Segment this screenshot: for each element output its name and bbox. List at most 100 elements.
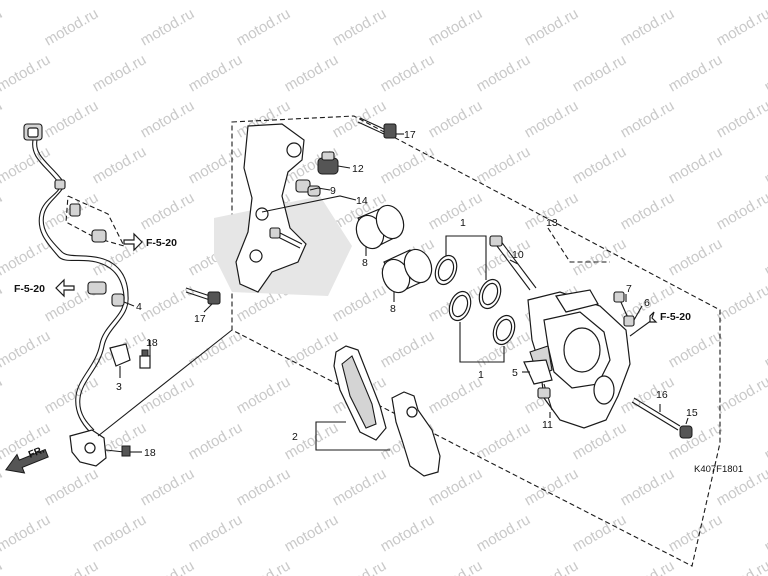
watermark-text: motod.ru: [42, 465, 102, 509]
brake-pad-front-lining: [341, 355, 377, 429]
watermark-text: motod.ru: [0, 189, 5, 233]
sensor-clamp-3: [109, 343, 131, 367]
watermark-text: motod.ru: [42, 373, 102, 417]
watermark-text: motod.ru: [330, 557, 390, 576]
front-arrow: [5, 448, 49, 474]
watermark-text: motod.ru: [0, 97, 5, 141]
watermark-text: motod.ru: [714, 97, 768, 141]
watermark-text: motod.ru: [0, 0, 53, 3]
watermark-text: motod.ru: [186, 327, 246, 371]
reference-arrow-left: F-5-20: [14, 278, 75, 298]
watermark-text: motod.ru: [42, 97, 102, 141]
watermark-text: motod.ru: [0, 235, 53, 279]
leader-17-lower: [203, 303, 213, 313]
watermark-text: motod.ru: [570, 0, 630, 3]
leader-14: [261, 195, 357, 213]
bolt-18-upper: [139, 349, 151, 369]
pad-spring-5: [523, 359, 553, 385]
bracket-1-upper: [445, 235, 487, 280]
part-number-15: 15: [686, 407, 698, 419]
watermark-text: motod.ru: [714, 5, 768, 49]
watermark-text: motod.ru: [138, 97, 198, 141]
harness-cable: [32, 139, 125, 433]
watermark-text: motod.ru: [90, 0, 150, 3]
watermark-text: motod.ru: [282, 51, 342, 95]
watermark-text: motod.ru: [0, 281, 5, 325]
piston-seal-set-1: [434, 254, 516, 346]
watermark-text: motod.ru: [330, 465, 390, 509]
watermark-text: motod.ru: [330, 281, 390, 325]
part-number-10: 10: [512, 249, 524, 261]
part-number-8-upper: 8: [362, 257, 368, 269]
watermark-text: motod.ru: [282, 327, 342, 371]
bracket-2: [315, 421, 390, 451]
part-number-17-upper: 17: [404, 129, 416, 141]
watermark-text: motod.ru: [234, 557, 294, 576]
watermark-text: motod.ru: [186, 143, 246, 187]
leader-6: [633, 305, 643, 321]
watermark-text: motod.ru: [666, 143, 726, 187]
part-number-18-upper: 18: [146, 337, 158, 349]
bracket-hole-mid: [255, 207, 269, 221]
bolt-17-upper: [357, 117, 397, 139]
watermark-text: motod.ru: [378, 511, 438, 555]
part-number-3: 3: [116, 381, 122, 393]
watermark-text: motod.ru: [618, 557, 678, 576]
leader-10: [509, 259, 519, 265]
brake-pad-set-2: [333, 345, 441, 477]
watermark-text: motod.ru: [378, 143, 438, 187]
part-number-13: 13: [546, 217, 558, 229]
watermark-text: motod.ru: [762, 143, 768, 187]
watermark-text: motod.ru: [570, 511, 630, 555]
bracket-1-lower: [459, 322, 505, 363]
part-number-8-lower: 8: [390, 303, 396, 315]
watermark-text: motod.ru: [426, 373, 486, 417]
watermark-text: motod.ru: [714, 189, 768, 233]
leader-9: [309, 187, 331, 191]
leader-13-boundary: [547, 227, 610, 263]
watermark-text: motod.ru: [330, 5, 390, 49]
harness-connector-cap: [27, 127, 39, 138]
watermark-text: motod.ru: [522, 5, 582, 49]
watermark-text: motod.ru: [186, 511, 246, 555]
watermark-text: motod.ru: [474, 143, 534, 187]
watermark-text: motod.ru: [714, 557, 768, 576]
bracket-hole-top: [286, 142, 302, 158]
bleeder-valve-7: [613, 291, 629, 319]
watermark-text: motod.ru: [618, 5, 678, 49]
harness-clamp-top: [54, 179, 66, 190]
watermark-text: motod.ru: [186, 419, 246, 463]
watermark-text: motod.ru: [474, 419, 534, 463]
watermark-text: motod.ru: [234, 373, 294, 417]
watermark-text: motod.ru: [762, 0, 768, 3]
watermark-text: motod.ru: [474, 0, 534, 3]
part-number-5: 5: [512, 367, 518, 379]
bolt-17-lower: [185, 287, 221, 305]
watermark-text: motod.ru: [714, 281, 768, 325]
piston-8-lower: [381, 248, 433, 294]
part-number-17-lower: 17: [194, 313, 206, 325]
piston-8-upper: [355, 204, 405, 250]
watermark-text: motod.ru: [234, 465, 294, 509]
reference-label-mid: F-5-20: [146, 237, 177, 249]
watermark-text: motod.ru: [762, 51, 768, 95]
watermark-text: motod.ru: [522, 557, 582, 576]
part-number-18-lower: 18: [144, 447, 156, 459]
watermark-text: motod.ru: [618, 189, 678, 233]
watermark-text: motod.ru: [0, 5, 5, 49]
watermark-text: motod.ru: [138, 373, 198, 417]
watermark-text: motod.ru: [0, 557, 5, 576]
harness-clamp-4b: [111, 293, 125, 307]
watermark-text: motod.ru: [570, 143, 630, 187]
clamp-detail-outline: [65, 195, 126, 247]
watermark-text: motod.ru: [378, 327, 438, 371]
pad-pin-16: [631, 397, 681, 431]
part-number-12: 12: [352, 163, 364, 175]
bolt-11: [537, 383, 553, 411]
watermark-text: motod.ru: [186, 0, 246, 3]
caliper-bracket: [185, 117, 397, 305]
part-number-4: 4: [136, 301, 142, 313]
watermark-text: motod.ru: [762, 511, 768, 555]
